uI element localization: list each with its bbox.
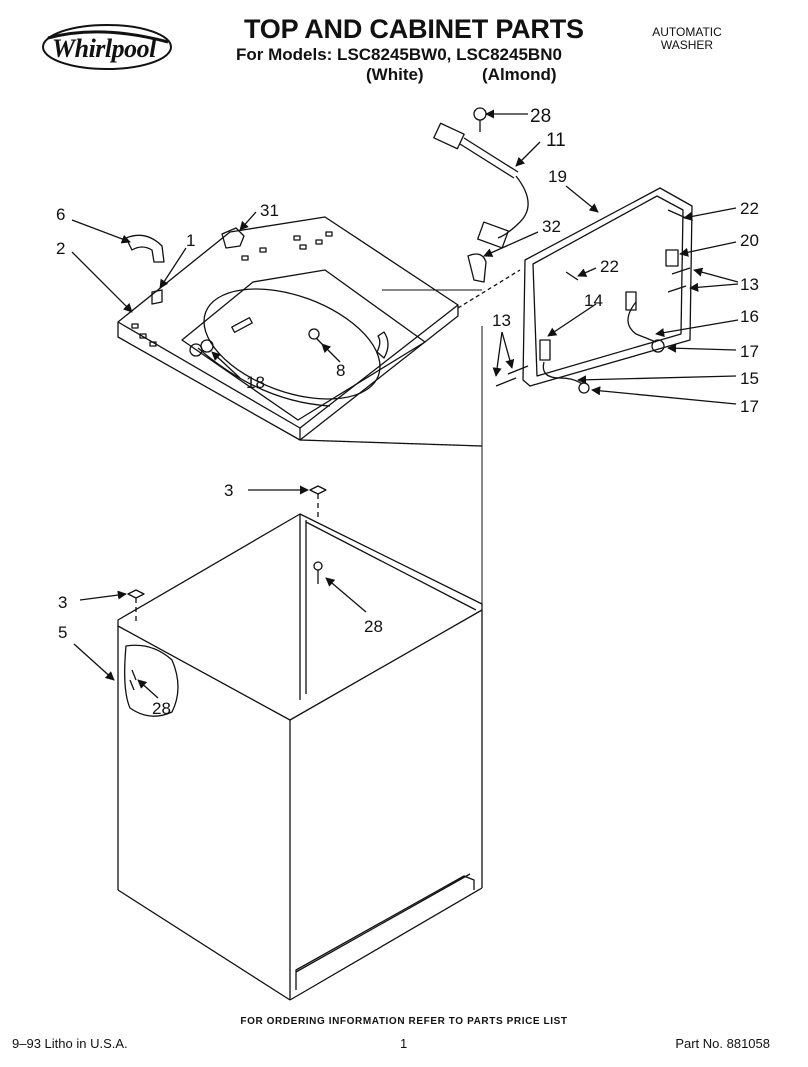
callout-32: 32 (542, 217, 561, 236)
top-panel (117, 216, 459, 441)
hose-16 (627, 301, 657, 343)
clip-3-upper (309, 485, 327, 495)
screw-22-upper (667, 209, 687, 219)
whirlpool-logo-swoosh-icon (42, 24, 172, 70)
plug-17-upper (651, 339, 665, 353)
callout-22-upper: 22 (740, 199, 759, 218)
variant-white: (White) (366, 65, 424, 84)
callout-20: 20 (740, 231, 759, 250)
callout-1: 1 (186, 231, 195, 250)
callout-3-lower: 3 (58, 593, 67, 612)
callout-28-low: 28 (152, 699, 171, 718)
lid-hinge-cover (376, 331, 389, 359)
callout-5: 5 (58, 623, 67, 642)
callout-13-right: 13 (740, 275, 759, 294)
litho-note: 9–93 Litho in U.S.A. (12, 1036, 128, 1051)
callout-28-top: 28 (530, 106, 551, 127)
screw-28-top (473, 107, 487, 121)
page-title: TOP AND CABINET PARTS (244, 14, 584, 44)
bracket-1 (151, 289, 163, 305)
callout-15: 15 (740, 369, 759, 388)
part-18 (189, 339, 214, 357)
screw-22-lower (565, 271, 579, 281)
wire-15 (542, 361, 583, 385)
callout-22-lower: 22 (600, 257, 619, 276)
callout-13-left: 13 (492, 311, 511, 330)
screw-8 (308, 328, 325, 347)
callout-16: 16 (740, 307, 759, 326)
callout-labels: 28 11 19 22 20 22 13 14 16 17 15 17 13 6… (56, 106, 759, 718)
callout-18: 18 (246, 373, 265, 392)
clip-31 (221, 227, 245, 249)
models-line: For Models: LSC8245BW0, LSC8245BN0 (236, 45, 562, 64)
page-number: 1 (400, 1036, 408, 1051)
control-panel-19 (522, 187, 693, 387)
callout-2: 2 (56, 239, 65, 258)
part-number: Part No. 881058 (675, 1036, 770, 1051)
callout-19: 19 (548, 167, 567, 186)
screw-28-mid (313, 561, 323, 584)
cabinet-5 (117, 513, 483, 1001)
clip-6 (125, 234, 165, 263)
plug-17-lower (578, 382, 590, 394)
bolt-13b (667, 285, 687, 293)
hinge-part-32 (467, 253, 487, 283)
clip-3-lower (127, 589, 145, 599)
callout-28-mid: 28 (364, 617, 383, 636)
callout-8: 8 (336, 361, 345, 380)
callout-3-upper: 3 (224, 481, 233, 500)
whirlpool-logo: Whirlpool (52, 34, 156, 63)
bolt-13a (671, 267, 691, 275)
bracket-14 (539, 339, 551, 361)
callout-17-lower: 17 (740, 397, 759, 416)
bolts-13-left (495, 365, 529, 387)
ordering-note: FOR ORDERING INFORMATION REFER TO PARTS … (240, 1016, 568, 1027)
appliance-category: AUTOMATIC WASHER (632, 26, 742, 52)
category-line-2: WASHER (660, 38, 714, 52)
hinge-20 (665, 249, 679, 267)
harness-11 (433, 122, 529, 249)
callout-14: 14 (584, 291, 603, 310)
callout-6: 6 (56, 205, 65, 224)
callout-17-upper: 17 (740, 342, 759, 361)
category-line-1: AUTOMATIC (652, 25, 722, 39)
callout-11: 11 (546, 130, 566, 151)
callout-31: 31 (260, 201, 279, 220)
variant-almond: (Almond) (482, 65, 557, 84)
